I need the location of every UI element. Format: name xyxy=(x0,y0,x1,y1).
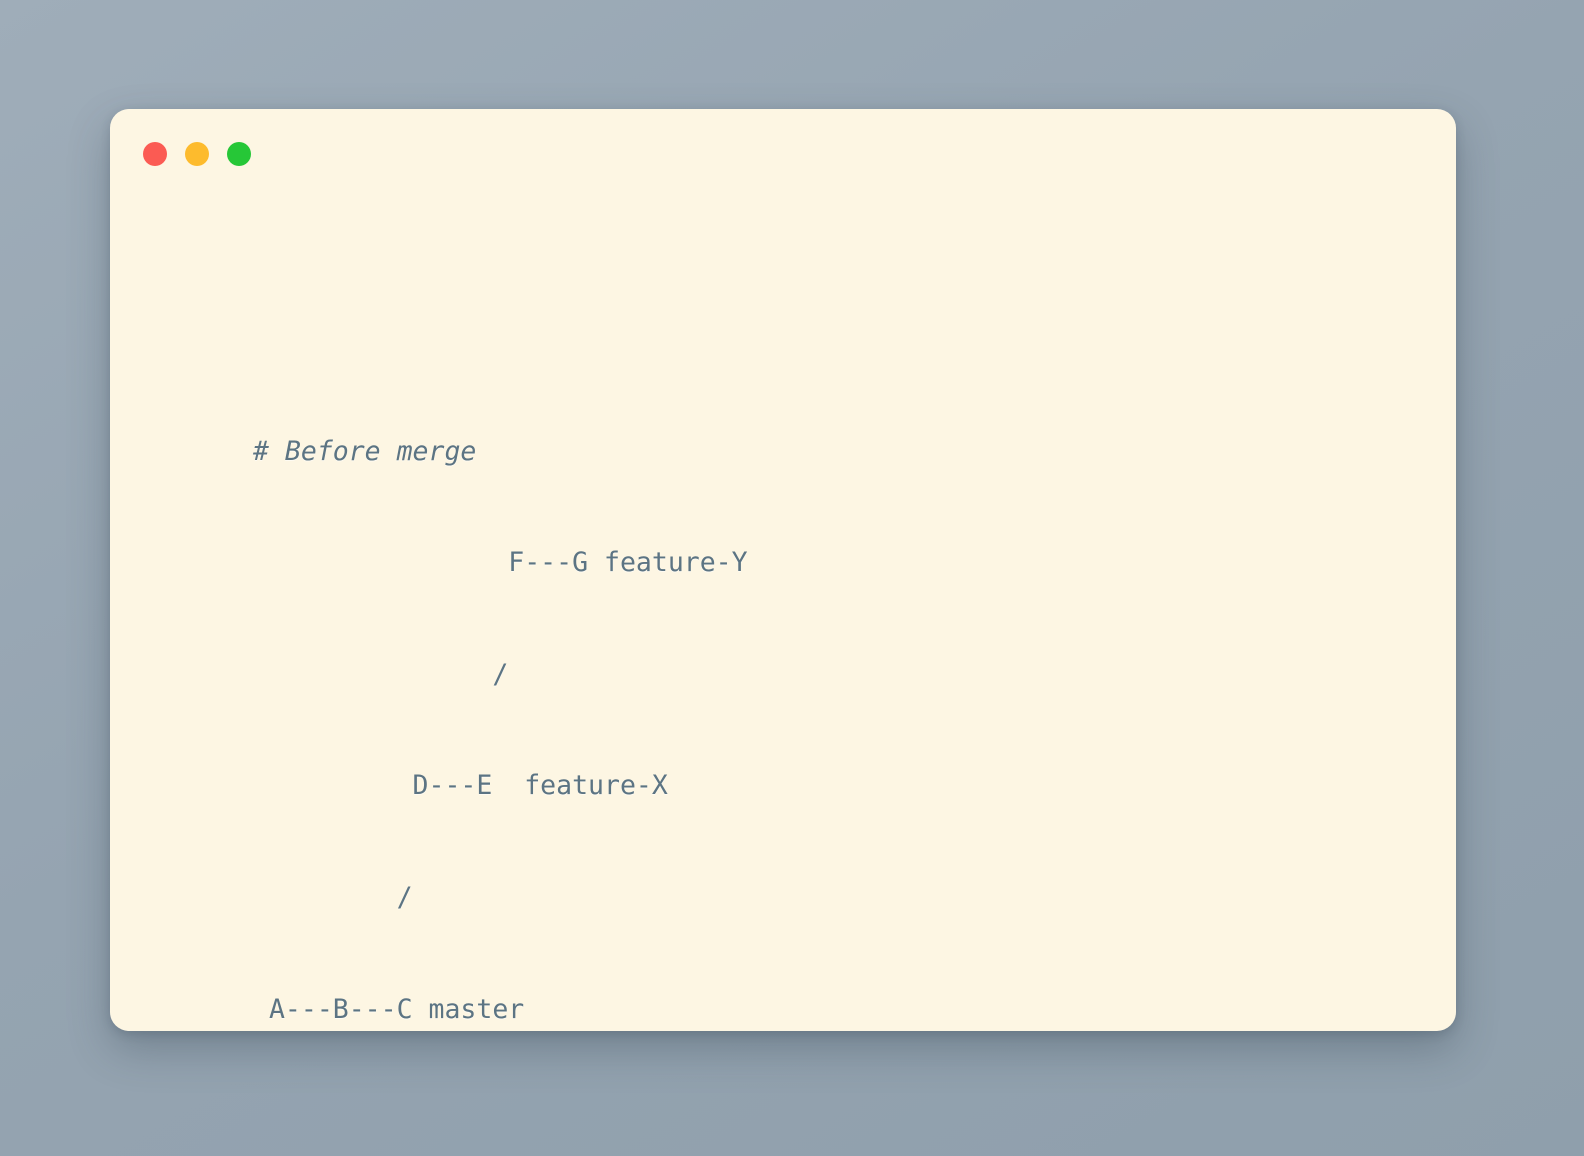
code-line-comment-before-merge: # Before merge xyxy=(253,435,477,467)
terminal-code-card: # Before merge F---G feature-Y / D---E f… xyxy=(110,109,1456,1031)
maximize-button[interactable] xyxy=(227,142,251,166)
code-line-diagram: / xyxy=(253,882,413,914)
code-line-diagram: F---G feature-Y xyxy=(253,547,748,579)
close-button[interactable] xyxy=(143,142,167,166)
minimize-button[interactable] xyxy=(185,142,209,166)
code-block[interactable]: # Before merge F---G feature-Y / D---E f… xyxy=(253,321,1456,1031)
code-line-diagram: A---B---C master xyxy=(253,993,525,1025)
window-titlebar xyxy=(143,142,251,166)
code-line-diagram: D---E feature-X xyxy=(253,770,668,802)
code-line-diagram: / xyxy=(253,658,509,690)
